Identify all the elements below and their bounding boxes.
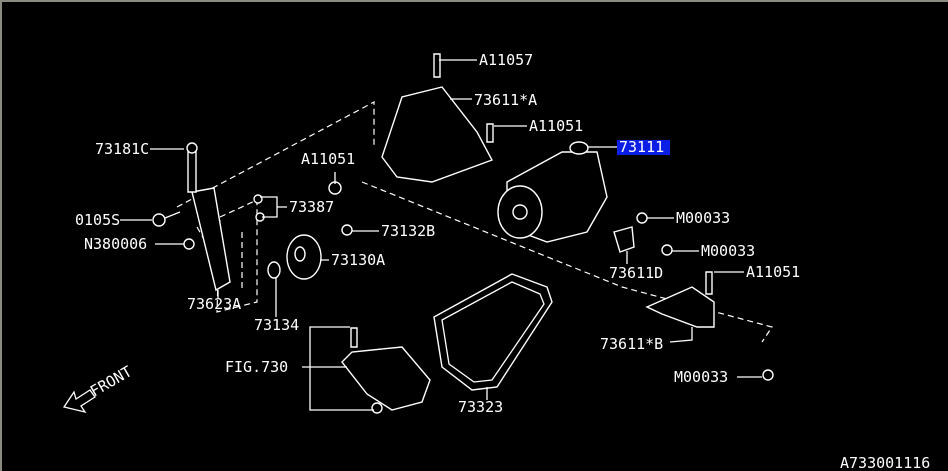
spacer-73134 [267,261,281,279]
label-73111[interactable]: 73111 [619,138,664,156]
label-m00033-3[interactable]: M00033 [674,368,728,386]
label-73611a[interactable]: 73611*A [474,91,537,109]
label-73181c[interactable]: 73181C [95,140,149,158]
label-73387[interactable]: 73387 [289,198,334,216]
tensioner-bracket [191,187,231,292]
label-a11051-mid[interactable]: A11051 [301,150,355,168]
label-73130a[interactable]: 73130A [331,251,385,269]
label-73323[interactable]: 73323 [458,398,503,416]
bolt-73132b [341,224,353,236]
nut-73387 [253,194,263,204]
mount-outline [361,181,773,343]
label-73611d[interactable]: 73611D [609,264,663,282]
highlight-73111 [617,140,670,155]
label-fig730[interactable]: FIG.730 [225,358,288,376]
diagram-code: A733001116 [840,454,930,471]
label-m00033-1[interactable]: M00033 [676,209,730,227]
label-front: FRONT [87,362,135,400]
label-73132b[interactable]: 73132B [381,222,435,240]
belt-cover [341,346,431,411]
bolt-a11057 [433,53,441,78]
label-a11051-top[interactable]: A11051 [529,117,583,135]
front-arrow-icon [62,389,96,414]
label-m00033-2[interactable]: M00033 [701,242,755,260]
drive-belt [433,273,553,391]
label-a11057[interactable]: A11057 [479,51,533,69]
label-n380006[interactable]: N380006 [84,235,147,253]
label-73611b[interactable]: 73611*B [600,335,663,353]
label-73623a[interactable]: 73623A [187,295,241,313]
bolt-0105s [152,213,166,227]
label-73134[interactable]: 73134 [254,316,299,334]
bolt-head [186,142,198,154]
upper-bracket [381,86,493,183]
bolt-a11051 [486,123,494,143]
label-0105s[interactable]: 0105S [75,211,120,229]
bracket-73611b [645,286,715,328]
bracket-73611d [613,226,635,253]
bolt-73181c [187,149,197,193]
nut-n380006 [183,238,195,250]
label-a11051-right[interactable]: A11051 [746,263,800,281]
